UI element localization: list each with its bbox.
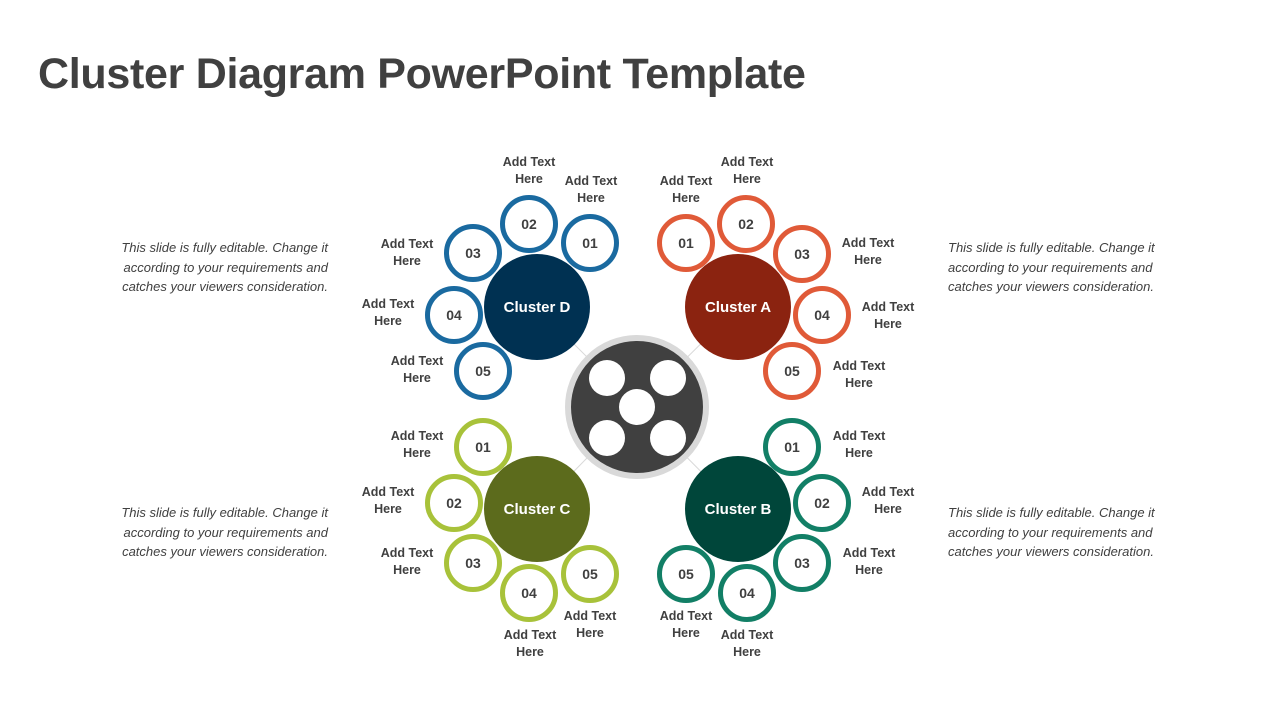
cluster-c-node-03: 03 (444, 534, 502, 592)
cluster-d-node-04: 04 (425, 286, 483, 344)
hub-dot (650, 420, 686, 456)
cluster-c-circle: Cluster C (484, 456, 590, 562)
cluster-c-node-04: 04 (500, 564, 558, 622)
cluster-a-label-04: Add Text Here (861, 300, 915, 331)
cluster-b-label-05: Add Text Here (659, 609, 713, 640)
cluster-d-node-03: 03 (444, 224, 502, 282)
cluster-a-label-02: Add Text Here (720, 155, 774, 186)
hub-dot (589, 420, 625, 456)
cluster-a-label-05: Add Text Here (832, 359, 886, 390)
cluster-c-label-03: Add Text Here (380, 546, 434, 577)
cluster-d-label-01: Add Text Here (564, 174, 618, 205)
cluster-d-label-04: Add Text Here (361, 297, 415, 328)
cluster-b-node-05: 05 (657, 545, 715, 603)
cluster-d-node-02: 02 (500, 195, 558, 253)
cluster-b-label-01: Add Text Here (832, 429, 886, 460)
hub-dot (619, 389, 655, 425)
cluster-c-label-02: Add Text Here (361, 485, 415, 516)
cluster-c-node-05: 05 (561, 545, 619, 603)
central-hub (565, 335, 709, 479)
cluster-a-circle: Cluster A (685, 254, 791, 360)
description-bottom-left: This slide is fully editable. Change it … (121, 505, 328, 559)
cluster-a-node-03: 03 (773, 225, 831, 283)
cluster-b-node-01: 01 (763, 418, 821, 476)
page-title: Cluster Diagram PowerPoint Template (38, 50, 806, 98)
cluster-b-label-03: Add Text Here (842, 546, 896, 577)
cluster-b-node-03: 03 (773, 534, 831, 592)
cluster-b-circle: Cluster B (685, 456, 791, 562)
cluster-a-label-03: Add Text Here (841, 236, 895, 267)
cluster-b-node-04: 04 (718, 564, 776, 622)
hub-dot (589, 360, 625, 396)
description-top-right: This slide is fully editable. Change it … (948, 240, 1155, 294)
description-bottom-right: This slide is fully editable. Change it … (948, 505, 1155, 559)
cluster-c-label-04: Add Text Here (503, 628, 557, 659)
cluster-c-label-05: Add Text Here (563, 609, 617, 640)
cluster-a-node-01: 01 (657, 214, 715, 272)
cluster-d-label-03: Add Text Here (380, 237, 434, 268)
cluster-a-label-01: Add Text Here (659, 174, 713, 205)
cluster-b-label-02: Add Text Here (861, 485, 915, 516)
cluster-a-node-05: 05 (763, 342, 821, 400)
description-top-left: This slide is fully editable. Change it … (121, 240, 328, 294)
cluster-c-node-02: 02 (425, 474, 483, 532)
cluster-a-node-04: 04 (793, 286, 851, 344)
cluster-c-node-01: 01 (454, 418, 512, 476)
cluster-d-circle: Cluster D (484, 254, 590, 360)
cluster-a-node-02: 02 (717, 195, 775, 253)
cluster-c-label-01: Add Text Here (390, 429, 444, 460)
cluster-d-node-05: 05 (454, 342, 512, 400)
cluster-d-node-01: 01 (561, 214, 619, 272)
cluster-b-node-02: 02 (793, 474, 851, 532)
cluster-d-label-05: Add Text Here (390, 354, 444, 385)
cluster-b-label-04: Add Text Here (720, 628, 774, 659)
hub-dot (650, 360, 686, 396)
cluster-d-label-02: Add Text Here (502, 155, 556, 186)
